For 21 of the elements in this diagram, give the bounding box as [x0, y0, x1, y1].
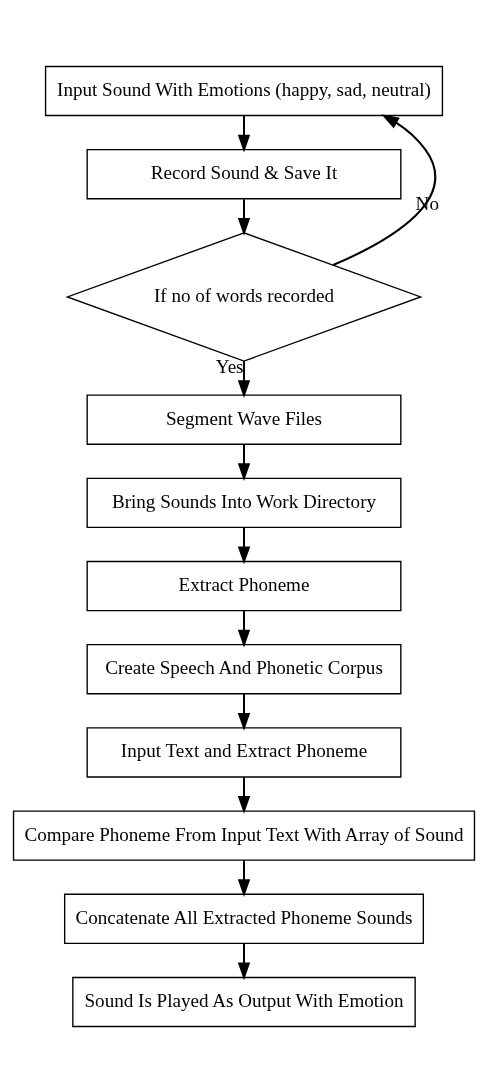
node-box: Record Sound & Save It — [86, 148, 402, 199]
arrow — [237, 198, 251, 236]
node-box: Sound Is Played As Output With Emotion — [72, 976, 416, 1027]
node-box: Compare Phoneme From Input Text With Array of Sound — [12, 809, 476, 861]
node-box: Bring Sounds Into Work Directory — [86, 477, 402, 528]
arrow — [237, 115, 251, 152]
arrow — [237, 776, 251, 814]
arrow — [237, 360, 251, 398]
node-box: Extract Phoneme — [86, 560, 402, 611]
arrow — [237, 942, 251, 980]
node-box: Concatenate All Extracted Phoneme Sounds — [64, 893, 424, 944]
arrow — [237, 610, 251, 647]
node-box: Create Speech And Phonetic Corpus — [86, 643, 402, 694]
node-box: Segment Wave Files — [86, 393, 402, 445]
arrow — [237, 693, 251, 731]
arrow — [237, 859, 251, 897]
node-box: Input Text and Extract Phoneme — [86, 726, 402, 778]
arrow — [332, 113, 437, 266]
arrow — [237, 527, 251, 564]
node-box: Input Sound With Emotions (happy, sad, neutral) — [44, 65, 444, 116]
arrow — [237, 443, 251, 481]
